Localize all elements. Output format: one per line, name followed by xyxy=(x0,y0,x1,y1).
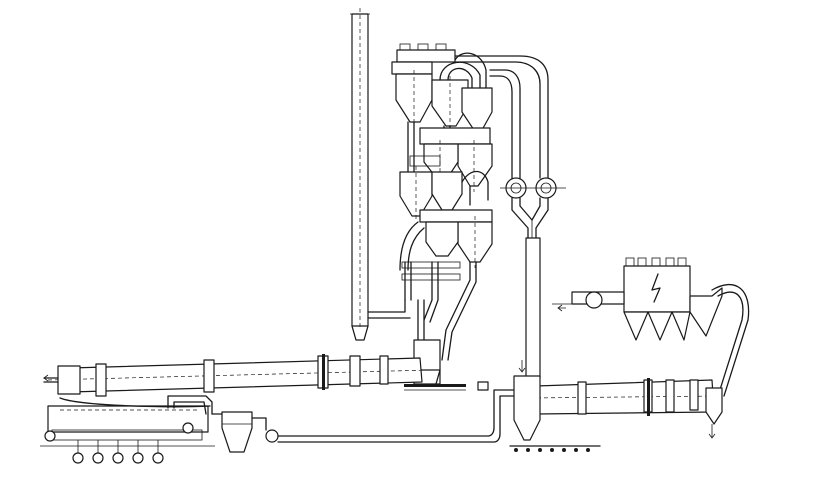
dust-cyclone xyxy=(167,389,523,453)
ep-fan xyxy=(585,291,603,309)
cyclone-stage-4 xyxy=(399,209,493,271)
rotary-kiln-secondary xyxy=(509,360,723,452)
grate-cooler xyxy=(40,397,215,464)
cyclone-preheater-tower xyxy=(391,43,493,391)
cyclone-fan xyxy=(265,429,279,443)
rotary-kiln-main xyxy=(43,354,431,397)
electrostatic-precipitator xyxy=(552,257,750,397)
exhaust-stack xyxy=(350,8,411,341)
gas-ducts xyxy=(454,55,566,379)
cooler-fans xyxy=(72,440,164,464)
valve-marker xyxy=(477,381,489,391)
lightning-icon xyxy=(651,273,661,303)
